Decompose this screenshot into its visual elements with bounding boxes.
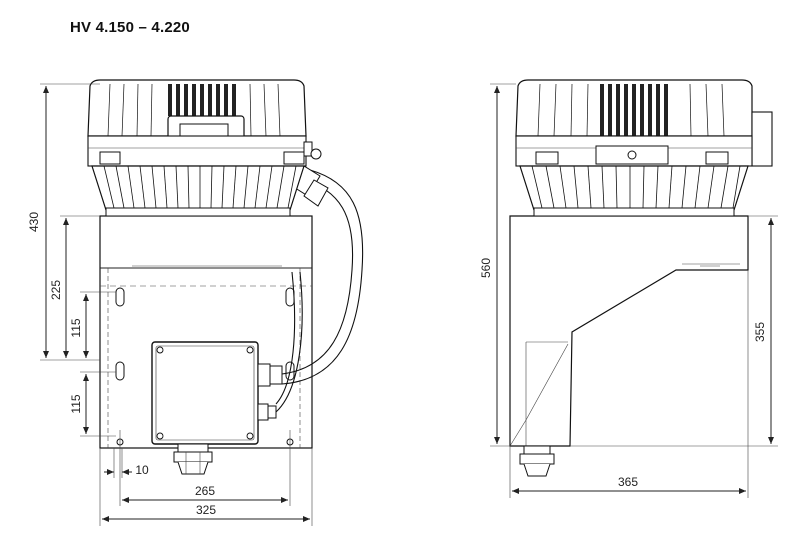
dim-front-width: 325 xyxy=(196,503,216,517)
flexible-cable xyxy=(275,169,364,413)
cable-gland-side xyxy=(257,363,283,421)
dim-front-hole-lower: 115 xyxy=(69,394,83,413)
side-mounting-bracket xyxy=(509,215,749,447)
front-view: 430 225 115 115 10 265 325 xyxy=(27,79,364,526)
dim-side-width: 365 xyxy=(618,475,638,489)
dim-front-height: 430 xyxy=(27,212,41,232)
cooling-fins-lower xyxy=(91,165,305,211)
dim-side-height: 560 xyxy=(479,258,493,278)
side-cable-gland xyxy=(519,445,555,477)
dim-front-holes: 265 xyxy=(195,484,215,498)
side-inverter-housing xyxy=(515,79,773,217)
side-view: 560 355 365 xyxy=(479,79,778,498)
cable-gland-bottom xyxy=(173,443,213,475)
top-cooling-fins xyxy=(168,84,236,116)
side-dimensions xyxy=(490,83,778,498)
drawing-title: HV 4.150 – 4.220 xyxy=(70,19,190,36)
dim-front-edge: 10 xyxy=(135,463,149,477)
junction-box xyxy=(151,341,259,445)
dim-front-hole-upper: 115 xyxy=(69,318,83,337)
dim-side-base-height: 355 xyxy=(753,322,767,342)
front-inverter-housing xyxy=(87,79,322,217)
dim-front-mid: 225 xyxy=(49,280,63,300)
front-dimensions xyxy=(40,83,313,526)
